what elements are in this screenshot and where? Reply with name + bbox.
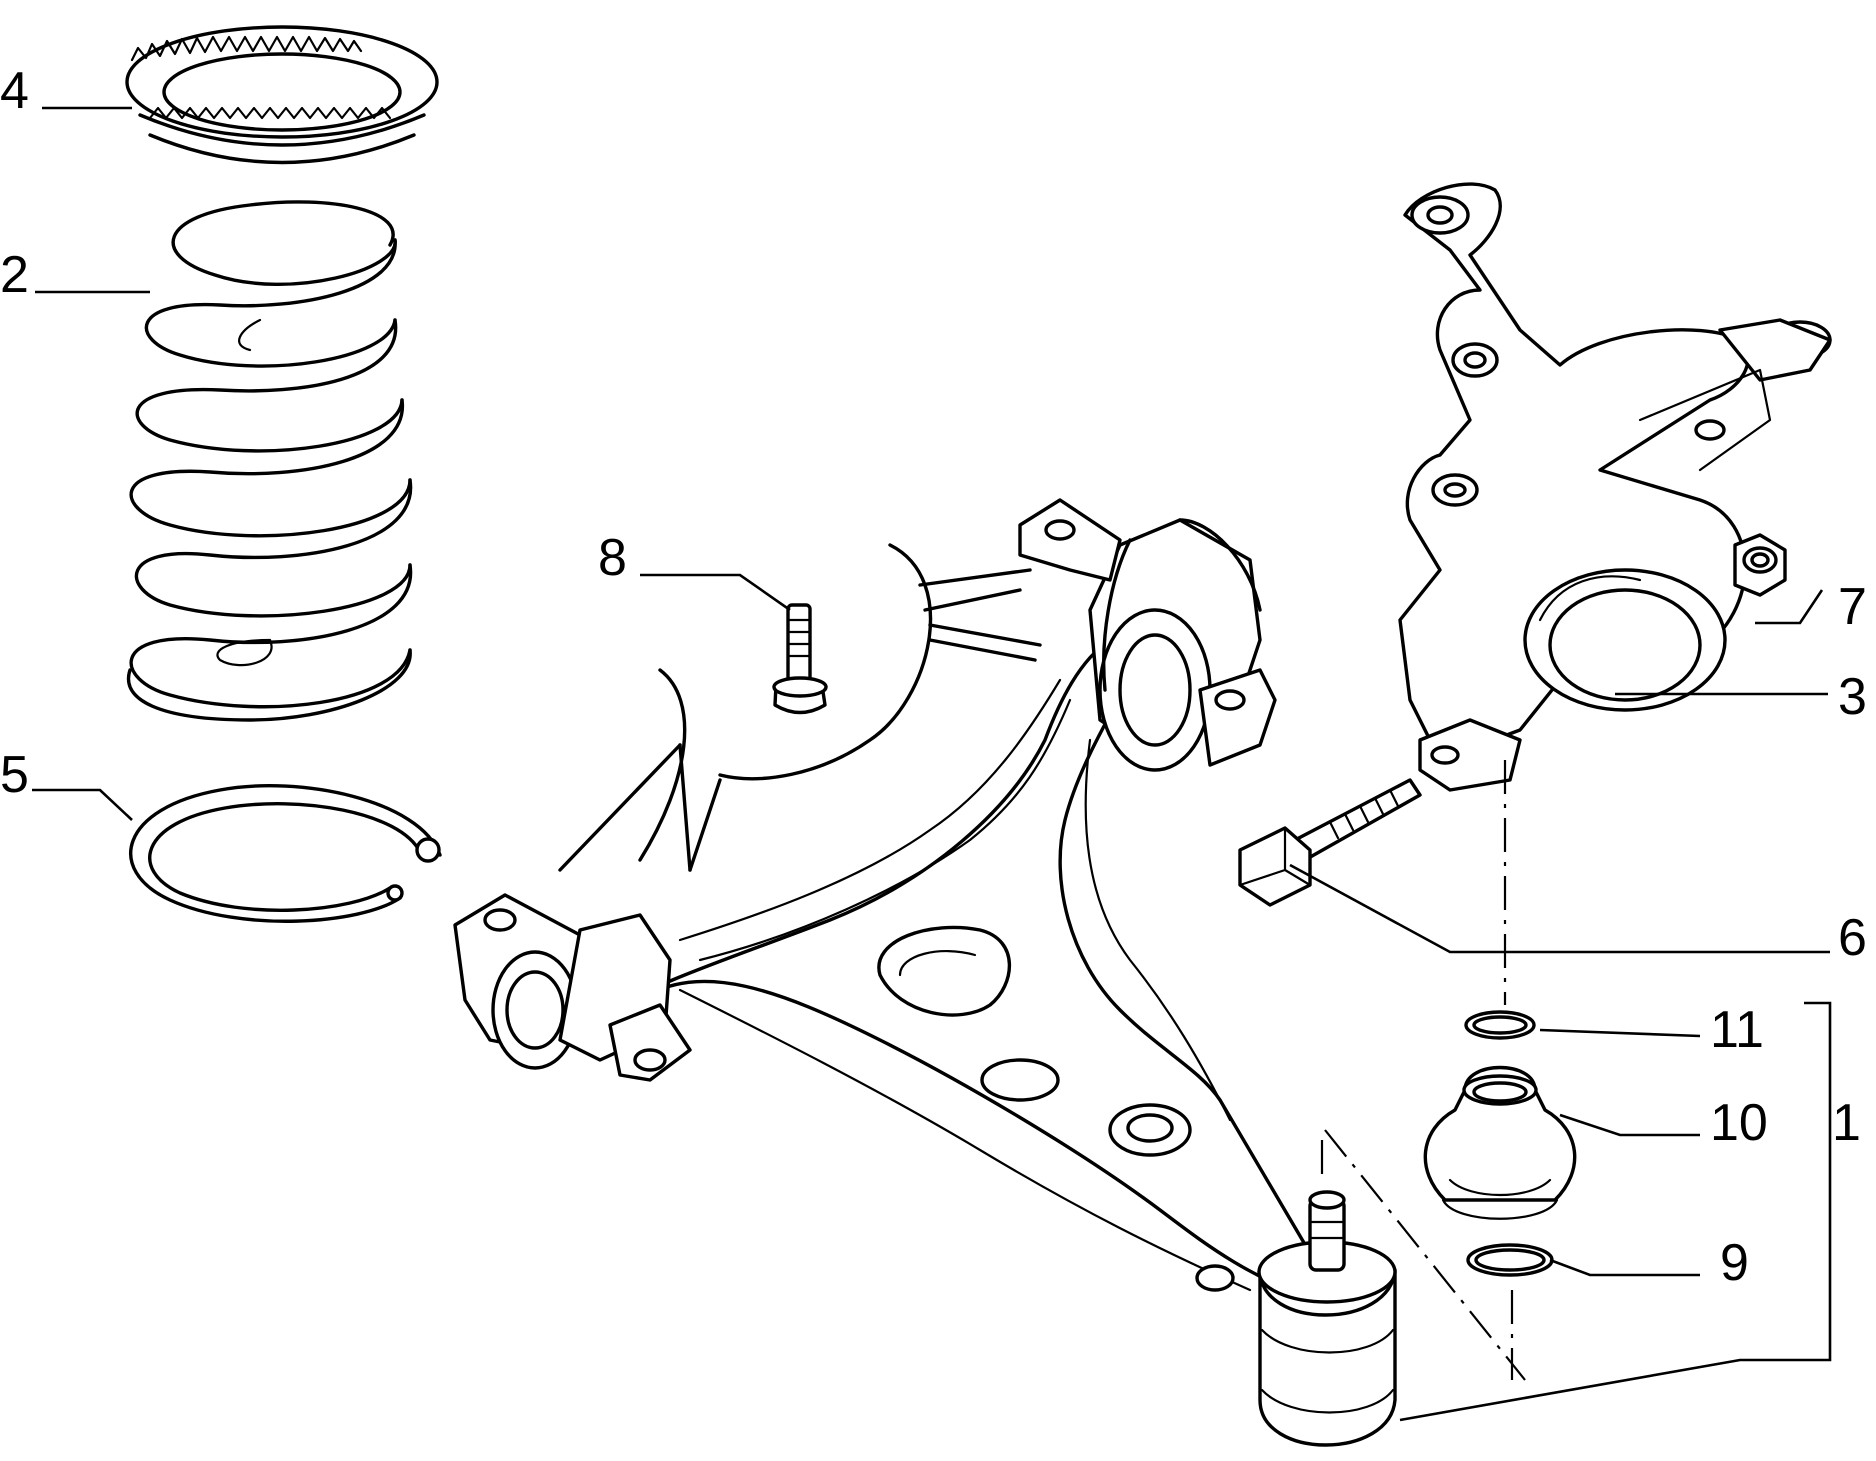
callout-11: 11 xyxy=(1710,1001,1764,1059)
snap-ring-part xyxy=(129,784,442,923)
nut-part-7 xyxy=(1733,533,1787,597)
callout-1: 1 xyxy=(1832,1094,1861,1152)
control-arm-part xyxy=(453,498,1397,1447)
callout-4: 4 xyxy=(0,62,29,120)
callout-9: 9 xyxy=(1720,1234,1749,1292)
callout-2: 2 xyxy=(0,246,29,304)
callout-7: 7 xyxy=(1838,578,1867,636)
bolt-part-8 xyxy=(772,603,828,715)
clip-part-11 xyxy=(1464,1010,1536,1040)
callout-5: 5 xyxy=(0,746,29,804)
clip-part-9 xyxy=(1466,1243,1554,1277)
spring-seat-part xyxy=(125,25,439,165)
coil-spring-part xyxy=(126,200,413,722)
assembly-axis-lines xyxy=(1320,760,1526,1381)
dust-boot-part-10 xyxy=(1423,1065,1577,1220)
callout-6: 6 xyxy=(1838,909,1867,967)
steering-knuckle-part xyxy=(1398,182,1832,792)
pinch-bolt-part-6 xyxy=(1238,778,1422,907)
callout-3: 3 xyxy=(1838,668,1867,726)
callout-10: 10 xyxy=(1710,1094,1768,1152)
detail-burst xyxy=(558,543,1042,872)
leader-lines xyxy=(32,106,1832,1422)
callout-8: 8 xyxy=(598,529,627,587)
